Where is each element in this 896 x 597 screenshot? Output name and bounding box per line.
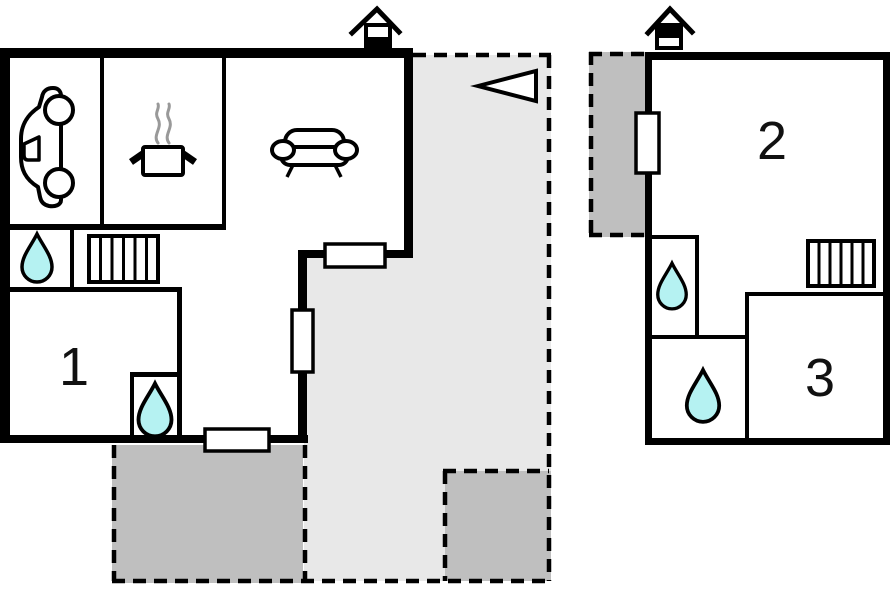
terrace-dark-left	[112, 445, 303, 583]
window-icon	[634, 111, 661, 175]
terrace-dashed-border	[111, 52, 552, 584]
water-drop-icon	[136, 379, 174, 439]
ground-floor: 1	[0, 5, 552, 584]
stairs-icon	[87, 234, 160, 284]
steam-icon	[154, 102, 172, 145]
window-icon	[203, 427, 271, 453]
room-1-label: 1	[59, 337, 89, 397]
water-drop-icon	[684, 365, 722, 424]
chimney-icon	[348, 5, 403, 50]
car-icon	[19, 86, 75, 209]
north-arrow-icon	[470, 68, 538, 104]
cooking-pot-icon	[129, 102, 197, 177]
room-3-label: 3	[805, 348, 835, 408]
balcony-dashed-border	[588, 51, 645, 238]
upper-floor-inner-walls	[652, 235, 883, 438]
patio-dark-square	[445, 471, 551, 581]
water-drop-icon	[656, 259, 688, 311]
water-drop-icon	[20, 230, 54, 284]
window-icon	[290, 308, 315, 374]
window-icon	[323, 242, 387, 269]
ground-floor-inner-walls	[0, 58, 226, 435]
walkway-light-terrace	[304, 55, 551, 581]
chimney-icon	[644, 5, 696, 50]
stairs-icon	[806, 239, 876, 288]
sofa-icon	[270, 128, 359, 178]
upper-floor: 2 3	[588, 5, 890, 445]
upper-floor-outer-walls	[645, 52, 890, 445]
room-2-label: 2	[757, 111, 787, 171]
ground-floor-windows	[203, 242, 387, 453]
